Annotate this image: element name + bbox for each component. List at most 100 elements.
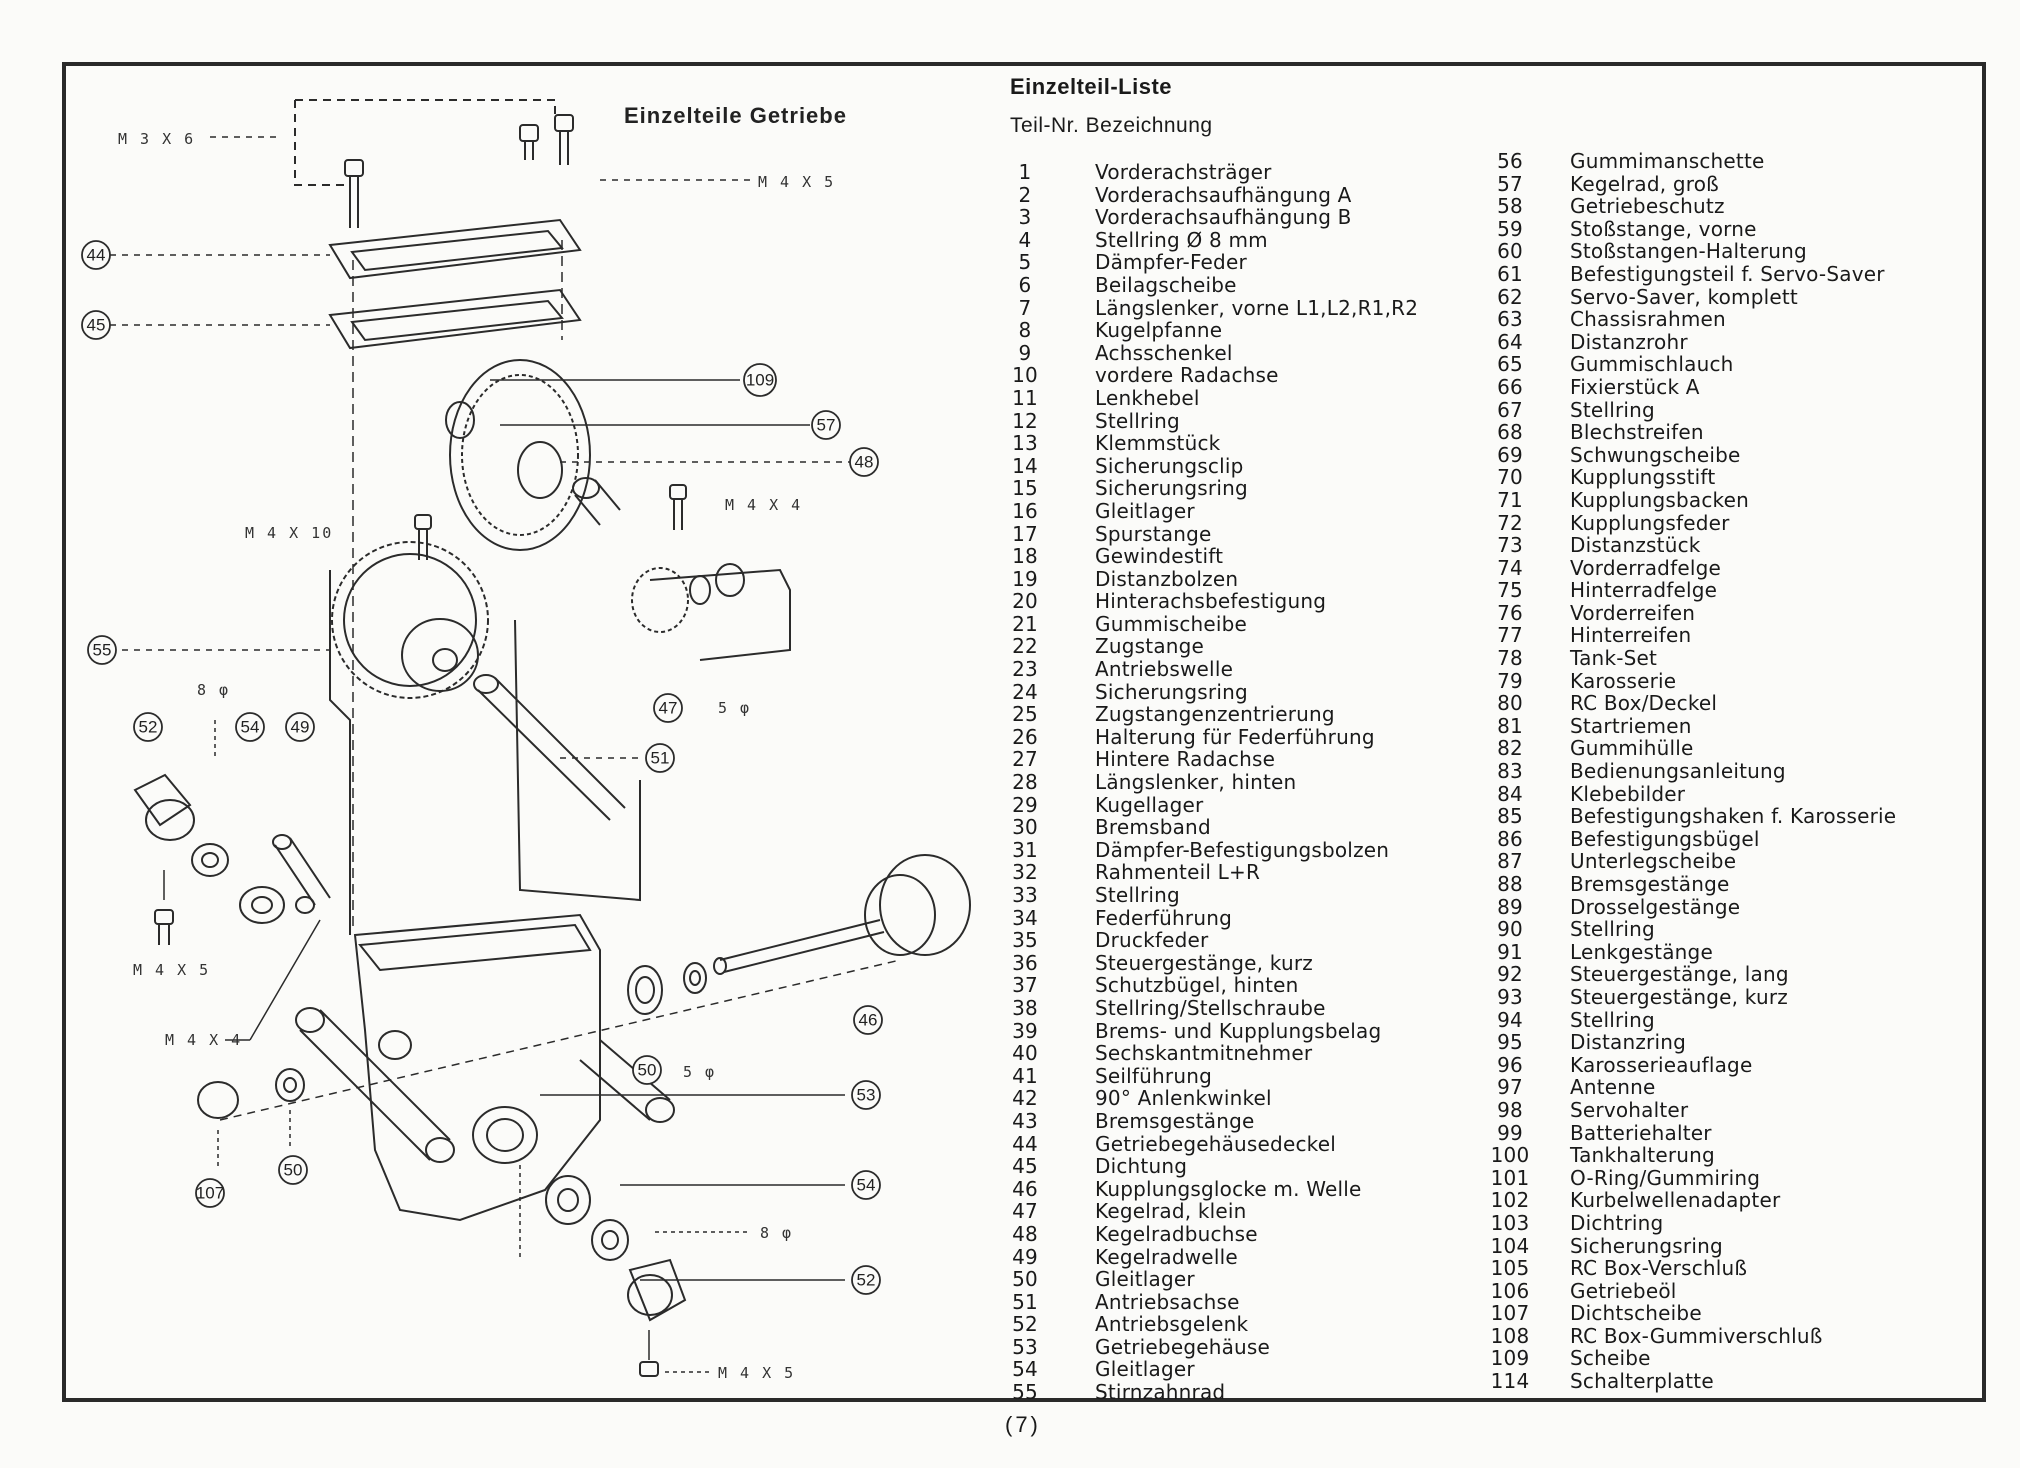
part-number: 63	[1497, 307, 1523, 332]
part-name: Steuergestänge, kurz	[1095, 950, 1313, 975]
part-name: Getriebegehäusedeckel	[1095, 1131, 1336, 1156]
part-name: Kegelrad, groß	[1570, 171, 1719, 196]
part-name: Dichtung	[1095, 1154, 1188, 1179]
part-number: 78	[1497, 646, 1523, 671]
part-name: Stellring Ø 8 mm	[1095, 227, 1268, 252]
list-item: 108 RC Box-Gummiverschluß	[1482, 1325, 1896, 1348]
part-name: Kupplungsbacken	[1570, 487, 1750, 512]
part-name: Bremsgestänge	[1095, 1108, 1255, 1133]
part-name: RC Box/Deckel	[1570, 691, 1718, 716]
part-number: 90	[1497, 917, 1523, 942]
part-number: 2	[1018, 182, 1032, 207]
part-number: 16	[1012, 498, 1038, 523]
part-number: 18	[1012, 544, 1038, 569]
part-number: 91	[1497, 939, 1523, 964]
part-name: Brems- und Kupplungsbelag	[1095, 1018, 1382, 1043]
part-name: Stellring/Stellschraube	[1095, 995, 1326, 1020]
part-number: 5	[1018, 250, 1032, 275]
part-number: 58	[1497, 194, 1523, 219]
part-name: Gummihülle	[1570, 736, 1694, 761]
part-number: 34	[1012, 905, 1038, 930]
list-item: 63 Chassisrahmen	[1482, 308, 1896, 331]
part-name: RC Box-Verschluß	[1570, 1256, 1748, 1281]
label-m4x4-right: M 4 X 4	[725, 496, 802, 514]
part-number: 24	[1012, 679, 1038, 704]
part-name: Steuergestänge, lang	[1570, 962, 1789, 987]
part-name: Tankhalterung	[1570, 1143, 1715, 1168]
part-name: 90° Anlenkwinkel	[1095, 1086, 1272, 1111]
part-number: 114	[1490, 1369, 1530, 1394]
label-m4x5-left: M 4 X 5	[133, 961, 210, 979]
part-number: 105	[1490, 1256, 1530, 1281]
callout-50: 50	[638, 1061, 657, 1080]
part-name: Hintere Radachse	[1095, 747, 1276, 772]
part-number: 89	[1497, 894, 1523, 919]
part-number: 14	[1012, 453, 1038, 478]
callout-49: 49	[291, 718, 310, 737]
part-name: Sicherungsring	[1570, 1233, 1723, 1258]
part-name: Lenkhebel	[1095, 385, 1200, 410]
part-number: 74	[1497, 555, 1523, 580]
part-number: 32	[1012, 860, 1038, 885]
part-name: Getriebeschutz	[1570, 194, 1725, 219]
part-number: 22	[1012, 634, 1038, 659]
callout-45: 45	[87, 316, 106, 335]
part-number: 99	[1497, 1120, 1523, 1145]
part-name: Chassisrahmen	[1570, 307, 1726, 332]
part-number: 95	[1497, 1030, 1523, 1055]
list-item: 44 Getriebegehäusedeckel	[1000, 1131, 1418, 1156]
part-number: 92	[1497, 962, 1523, 987]
part-name: Bedienungsanleitung	[1570, 759, 1786, 784]
part-name: Vorderradfelge	[1570, 555, 1721, 580]
part-number: 108	[1490, 1323, 1530, 1348]
part-number: 65	[1497, 352, 1523, 377]
part-number: 73	[1497, 533, 1523, 558]
part-name: Kupplungsglocke m. Welle	[1095, 1176, 1362, 1201]
part-number: 97	[1497, 1075, 1523, 1100]
part-name: Stellring	[1570, 917, 1655, 942]
part-number: 13	[1012, 431, 1038, 456]
part-number: 39	[1012, 1018, 1038, 1043]
part-name: Distanzrohr	[1570, 329, 1688, 354]
label-8phi-left: 8 φ	[197, 681, 230, 699]
label-m4x4-left: M 4 X 4	[165, 1031, 242, 1049]
part-number: 48	[1012, 1221, 1038, 1246]
part-number: 79	[1497, 668, 1523, 693]
part-name: RC Box-Gummiverschluß	[1570, 1323, 1823, 1348]
part-number: 81	[1497, 713, 1523, 738]
callout-55: 55	[93, 641, 112, 660]
part-number: 54	[1012, 1357, 1038, 1382]
part-number: 56	[1497, 149, 1523, 173]
part-name: Fixierstück A	[1570, 374, 1700, 399]
part-name: Befestigungsbügel	[1570, 826, 1760, 851]
part-number: 44	[1012, 1131, 1038, 1156]
part-number: 82	[1497, 736, 1523, 761]
part-number: 77	[1497, 623, 1523, 648]
